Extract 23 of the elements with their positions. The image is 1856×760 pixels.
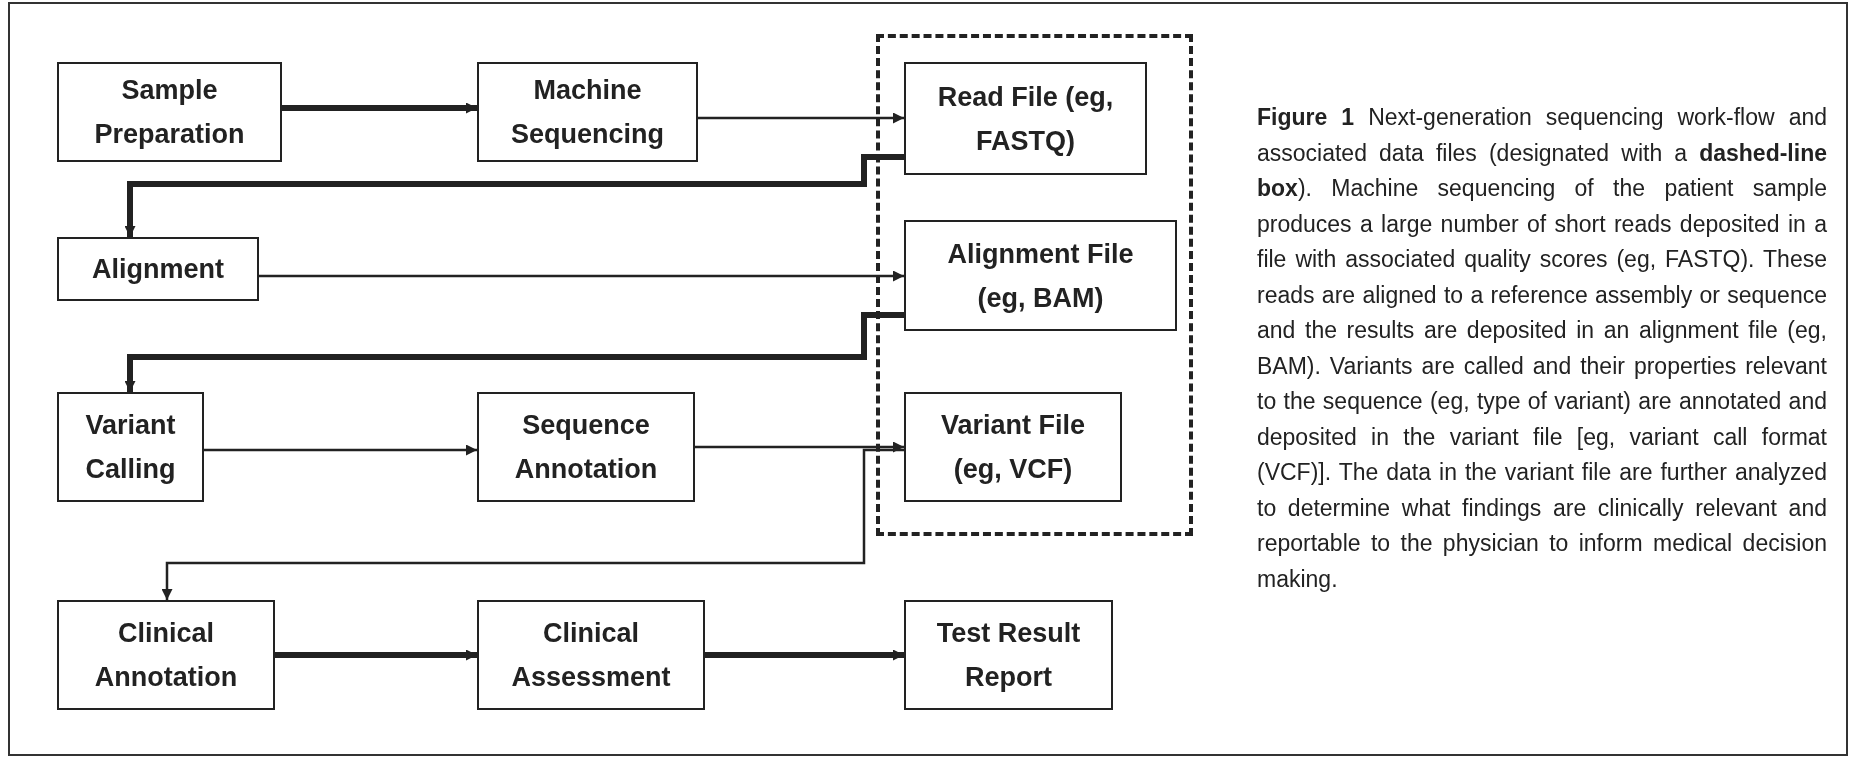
arrow [695, 441, 904, 453]
process-box: Alignment [57, 237, 259, 301]
process-box: Clinical Assessment [477, 600, 705, 710]
process-box: Alignment File (eg, BAM) [904, 220, 1177, 331]
process-box: Clinical Annotation [57, 600, 275, 710]
arrow [124, 154, 904, 237]
process-box: Variant File (eg, VCF) [904, 392, 1122, 502]
process-box: Sample Preparation [57, 62, 282, 162]
process-box: Variant Calling [57, 392, 204, 502]
arrow [275, 649, 477, 661]
arrow [698, 112, 904, 124]
process-box: Sequence Annotation [477, 392, 695, 502]
arrow [124, 312, 904, 392]
dashed-group-box [876, 34, 1193, 536]
process-box: Machine Sequencing [477, 62, 698, 162]
process-box: Test Result Report [904, 600, 1113, 710]
arrow [282, 102, 477, 114]
arrow [705, 649, 904, 661]
figure-caption: Figure 1 Next-generation sequencing work-flow and associated data files (designated with a dashed-line box). Machine sequencing of the patient sample produces a large number of short reads deposited in a file with associated quality scores (eg, FASTQ). These reads are aligned to a reference assembly or sequence and the results are deposited in an alignment file (eg, BAM). Variants are called and their properties relevant to the sequence (eg, type of variant) are annotated and deposited in the variant file [eg, variant call format (VCF)]. The data in the variant file are further analyzed to determine what findings are clinically relevant and reportable to the physician to inform medical decision making. [1257, 103, 1827, 594]
arrow [161, 448, 904, 600]
arrow [259, 270, 904, 282]
arrow [204, 444, 477, 456]
process-box: Read File (eg, FASTQ) [904, 62, 1147, 175]
